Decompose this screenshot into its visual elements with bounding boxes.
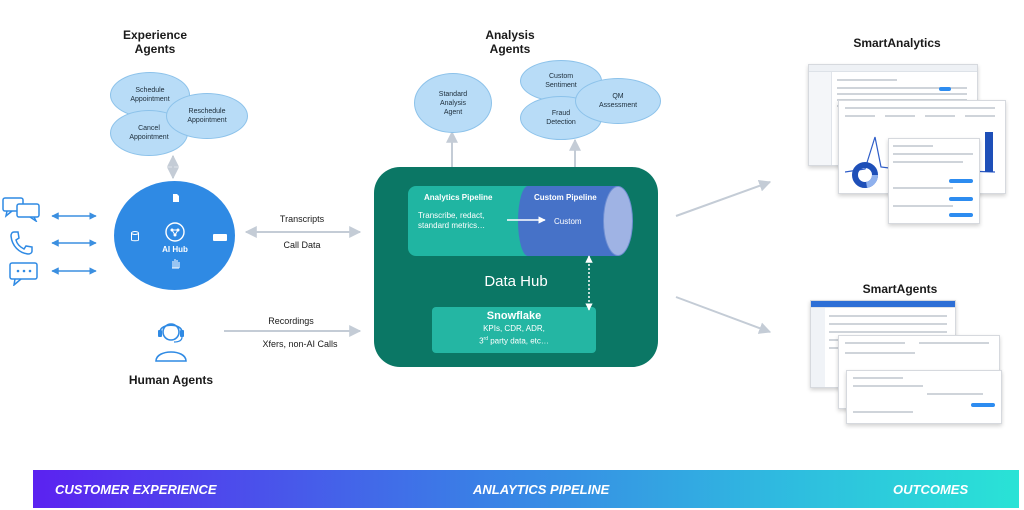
data-hub-title: Data Hub <box>484 273 548 290</box>
customer-experience-label: CUSTOMER EXPERIENCE <box>55 482 217 497</box>
analytics-pipeline-title: Analytics Pipeline <box>424 193 493 202</box>
smart-agents-heading: SmartAgents <box>862 282 938 296</box>
smart-analytics-heading: SmartAnalytics <box>853 36 941 50</box>
ai-brain-icon <box>165 222 185 242</box>
agents-outcome-arrow <box>675 296 772 334</box>
pipeline-flow-arrow <box>507 216 546 224</box>
analytics-pipeline-label: ANLAYTICS PIPELINE <box>473 482 610 497</box>
snowflake-details: KPIs, CDR, ADR, 3rd party data, etc… <box>479 324 549 346</box>
analytics-pipeline-desc: Transcribe, redact, standard metrics… <box>418 211 486 230</box>
phone-icon <box>10 231 33 255</box>
donut-chart-thumbnail <box>852 162 878 188</box>
human-agents-heading: Human Agents <box>128 373 214 387</box>
hand-icon <box>172 259 180 269</box>
integration-logo <box>213 234 227 241</box>
headset-agent-icon <box>155 323 187 362</box>
analysis-agents-heading: Analysis Agents <box>485 28 535 56</box>
stage-band: CUSTOMER EXPERIENCE ANLAYTICS PIPELINE O… <box>33 470 1019 508</box>
custom-pipeline-title: Custom Pipeline <box>534 193 597 202</box>
snowflake-title: Snowflake <box>486 310 542 322</box>
snowflake-box <box>432 307 596 353</box>
transcripts-label: Transcripts <box>279 214 325 224</box>
recordings-label: Recordings <box>268 316 314 326</box>
document-icon <box>173 194 179 202</box>
chat-bubbles-icon <box>2 197 40 222</box>
call-data-label: Call Data <box>283 240 321 250</box>
xfers-label: Xfers, non-AI Calls <box>262 339 338 349</box>
pipeline-end-cap <box>603 186 633 256</box>
outcomes-label: OUTCOMES <box>893 482 969 497</box>
ai-hub-label: AI Hub <box>162 245 188 254</box>
database-icon <box>131 231 139 242</box>
pipeline-divider <box>518 186 538 256</box>
custom-to-snowflake-arrow <box>585 255 593 311</box>
experience-agents-heading: Experience Agents <box>122 28 188 56</box>
analytics-outcome-arrow <box>675 180 772 217</box>
message-dots-icon <box>9 262 38 286</box>
smart-agents-screenshot-front <box>846 370 1002 424</box>
custom-pipeline-body: Custom <box>554 217 582 226</box>
smart-analytics-screenshot-front <box>888 138 980 224</box>
